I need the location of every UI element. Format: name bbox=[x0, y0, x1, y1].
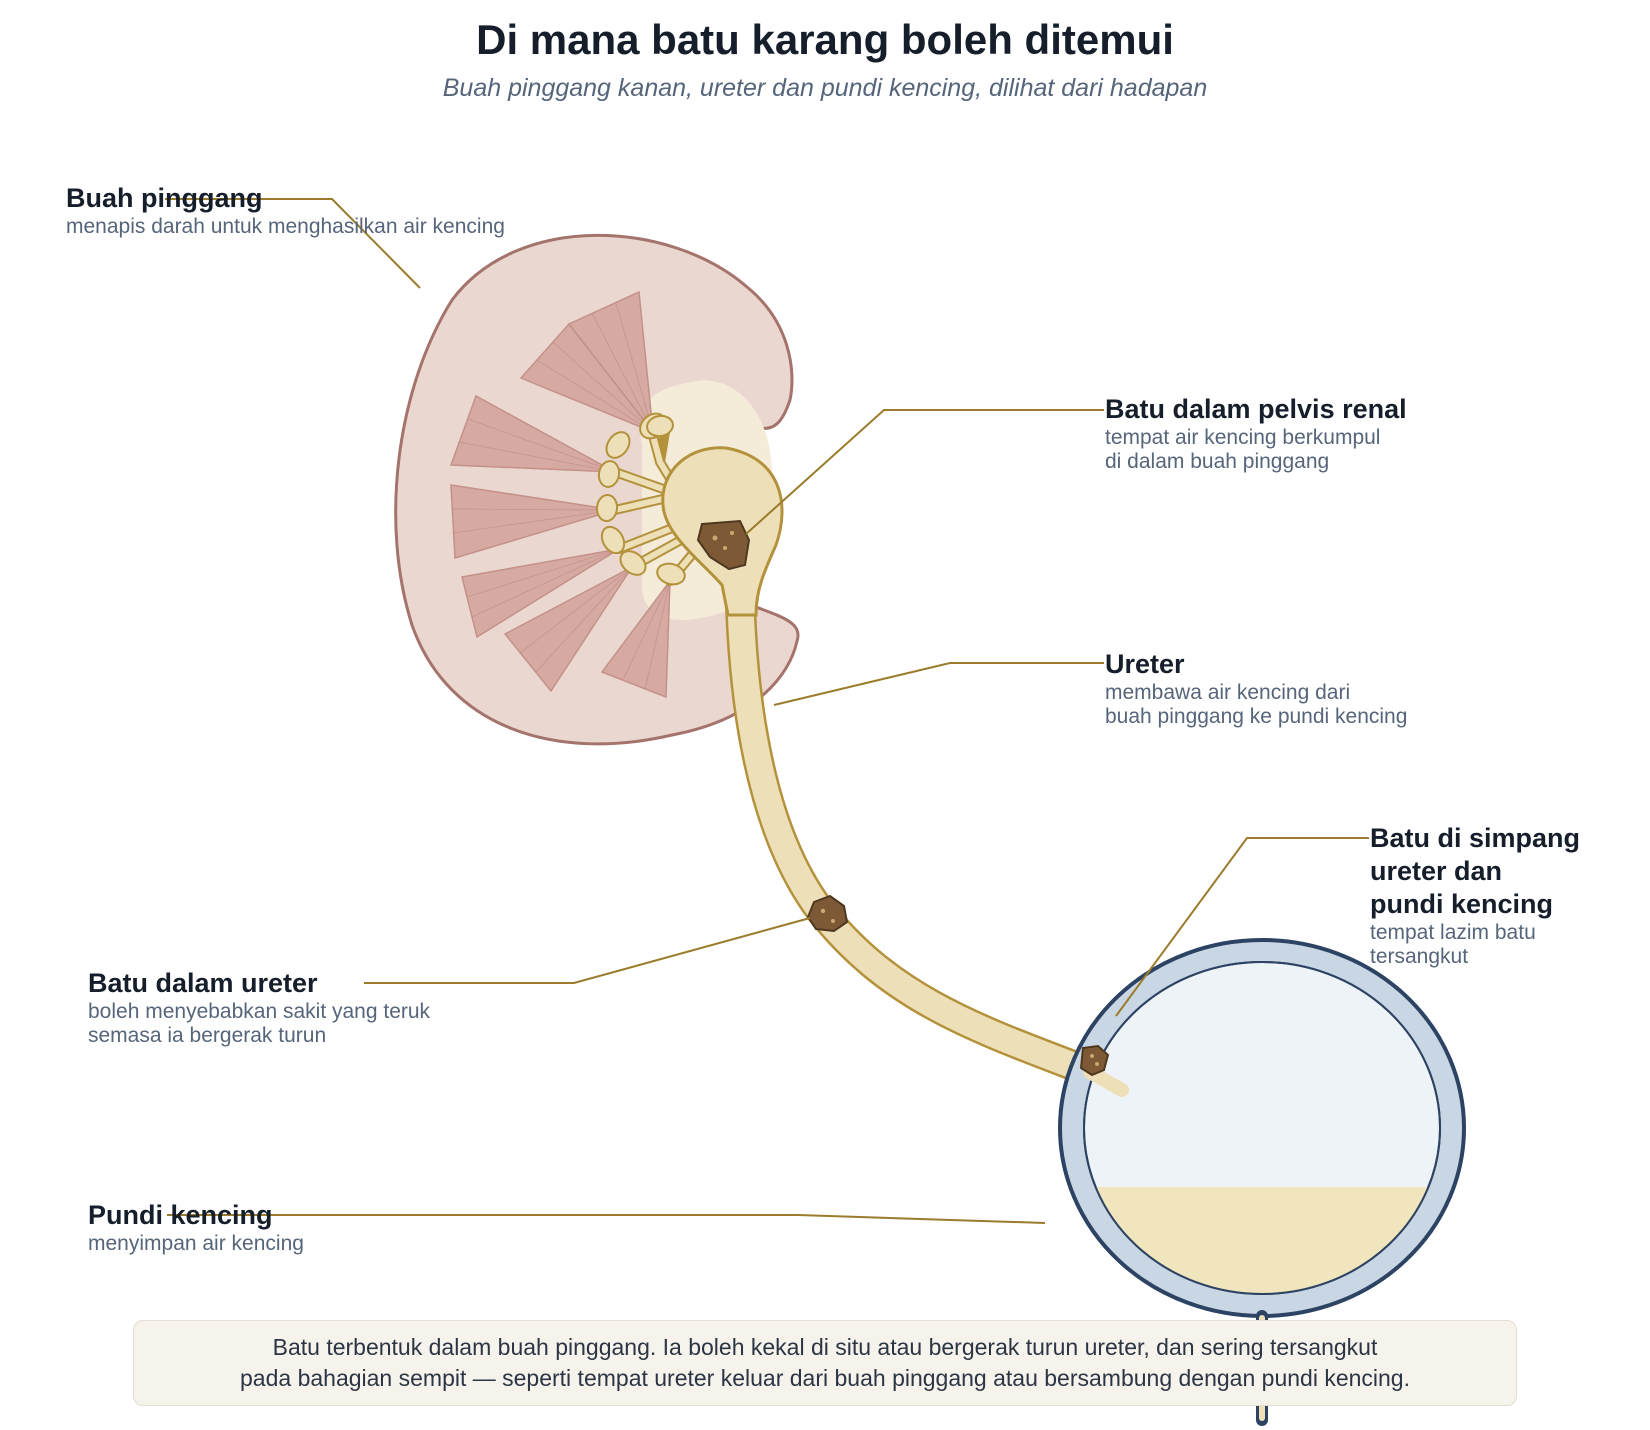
stone-uvj bbox=[1079, 1044, 1110, 1077]
leader-uvj-stone bbox=[1115, 837, 1369, 1017]
leader-ureter-stone bbox=[364, 917, 811, 984]
stone-pelvis bbox=[696, 519, 751, 571]
renal-pyramids bbox=[449, 290, 671, 699]
minor-calyces bbox=[595, 412, 686, 586]
bladder bbox=[1058, 938, 1466, 1426]
label-kidney-desc: menapis darah untuk menghasilkan air ken… bbox=[66, 215, 505, 238]
label-pelvis-stone-desc: tempat air kencing berkumpul di dalam bu… bbox=[1105, 426, 1381, 473]
label-pelvis-stone-title: Batu dalam pelvis renal bbox=[1105, 394, 1407, 424]
label-ureter-stone-desc: boleh menyebabkan sakit yang teruk semas… bbox=[88, 1000, 431, 1047]
page-title: Di mana batu karang boleh ditemui bbox=[476, 16, 1174, 63]
label-uvj-stone-title: Batu di simpang ureter dan pundi kencing bbox=[1370, 823, 1581, 919]
label-pelvis-stone: Batu dalam pelvis renal tempat air kenci… bbox=[1105, 393, 1407, 474]
label-ureter-title: Ureter bbox=[1105, 649, 1185, 679]
label-bladder-desc: menyimpan air kencing bbox=[88, 1232, 304, 1255]
page-subtitle: Buah pinggang kanan, ureter dan pundi ke… bbox=[442, 74, 1208, 102]
leader-lines bbox=[165, 198, 1369, 1224]
label-ureter-desc: membawa air kencing dari buah pinggang k… bbox=[1105, 681, 1408, 728]
leader-bladder bbox=[167, 1214, 1046, 1224]
ureter bbox=[724, 569, 1138, 1106]
leader-ureter bbox=[773, 662, 1104, 706]
pyramid-striations bbox=[451, 302, 671, 690]
leader-kidney bbox=[165, 198, 421, 289]
label-kidney-title: Buah pinggang bbox=[66, 183, 263, 213]
label-bladder-title: Pundi kencing bbox=[88, 1200, 273, 1230]
label-bladder: Pundi kencing menyimpan air kencing bbox=[88, 1199, 304, 1256]
stone-ureter bbox=[806, 894, 849, 933]
label-ureter: Ureter membawa air kencing dari buah pin… bbox=[1105, 648, 1407, 729]
label-ureter-stone-title: Batu dalam ureter bbox=[88, 968, 318, 998]
label-uvj-stone: Batu di simpang ureter dan pundi kencing… bbox=[1370, 822, 1580, 969]
label-ureter-stone: Batu dalam ureter boleh menyebabkan saki… bbox=[88, 967, 430, 1048]
leader-pelvis-stone bbox=[745, 409, 1104, 535]
caption-box: Batu terbentuk dalam buah pinggang. Ia b… bbox=[133, 1320, 1517, 1406]
label-uvj-stone-desc: tempat lazim batu tersangkut bbox=[1370, 921, 1536, 968]
label-kidney: Buah pinggang menapis darah untuk mengha… bbox=[66, 182, 505, 239]
